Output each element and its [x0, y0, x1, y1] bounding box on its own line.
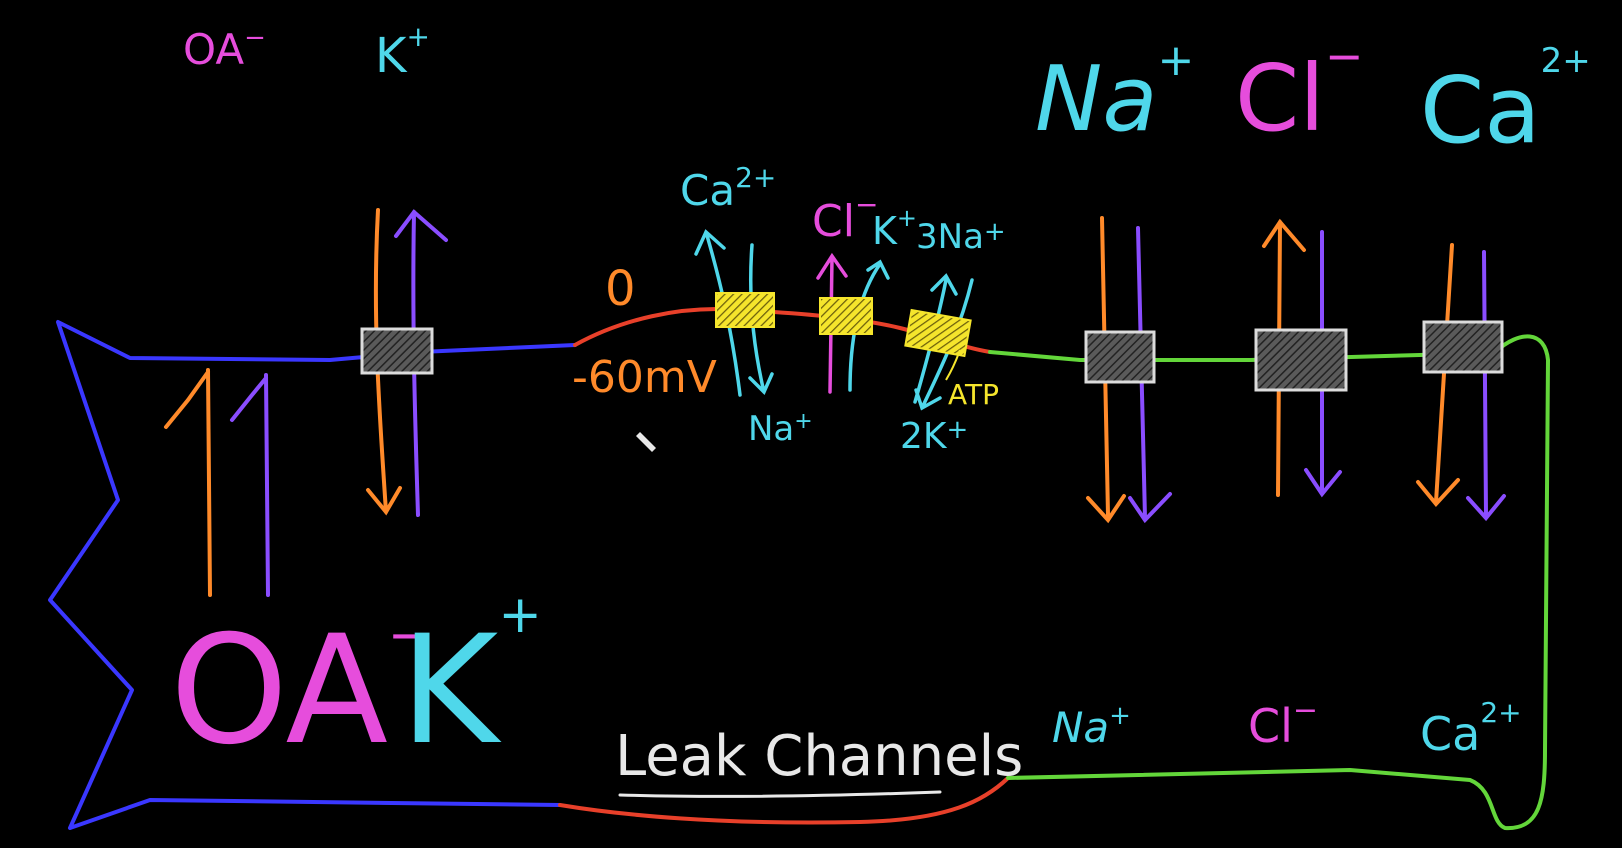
k-charge: + [897, 204, 917, 232]
ca-orange-down-arrow [1416, 243, 1460, 508]
svg-text:OA−: OA− [183, 23, 266, 74]
nak-protein [904, 308, 972, 358]
calcium-sodium-exchanger: Ca2+ Na+ [680, 161, 813, 449]
orange-up-arrow-inside [164, 368, 212, 597]
caption-group: Leak Channels [615, 724, 1023, 798]
sodium-potassium-pump: 3Na+ 2K+ ATP [900, 217, 1006, 457]
cl-label: Cl [812, 196, 855, 247]
svg-text:Cl−: Cl− [812, 188, 878, 247]
channel-protein [1084, 330, 1156, 384]
k-label: K [872, 209, 898, 253]
chloride-leak-channel [1254, 218, 1348, 498]
cell-membrane [48, 307, 1550, 831]
svg-text:K+: K+ [375, 20, 430, 84]
exchanger-na-label: Na [748, 409, 794, 449]
svg-text:K+: K+ [872, 204, 917, 253]
exchanger-protein [715, 292, 775, 328]
inside-oa-label: OA [170, 604, 388, 778]
top-cl-label: Cl [1235, 45, 1325, 152]
atp-pointer [945, 349, 961, 381]
svg-text:Ca2+: Ca2+ [1420, 696, 1522, 761]
top-k-charge: + [406, 20, 429, 53]
top-ca-charge: 2+ [1541, 41, 1591, 81]
bottom-ca-charge: 2+ [1480, 696, 1521, 729]
membrane-red-bottom-segment [558, 776, 1010, 825]
inside-k-label: K [400, 604, 502, 778]
top-oa-charge: − [244, 23, 266, 53]
bottom-cl-charge: − [1293, 693, 1318, 728]
caption-underline [618, 790, 942, 798]
top-right-ion-labels: Na+ Cl− Ca2+ [1035, 29, 1591, 164]
bottom-ca-label: Ca [1420, 707, 1480, 761]
svg-text:Cl−: Cl− [1235, 29, 1363, 152]
svg-text:3Na+: 3Na+ [916, 217, 1006, 257]
bottom-na-charge: + [1109, 701, 1131, 731]
ion-pumps: Ca2+ Na+ Cl− K+ 3Na+ [636, 161, 1006, 457]
svg-text:Ca2+: Ca2+ [1420, 41, 1591, 164]
exchanger-na-charge: + [794, 409, 812, 434]
inside-ion-labels: OA− K+ [170, 585, 542, 778]
caption-leak-channels: Leak Channels [615, 724, 1023, 789]
channel-protein [360, 327, 434, 375]
inside-k-charge: + [498, 585, 542, 645]
calcium-leak-channel [1416, 243, 1506, 522]
exchanger-ca-charge: 2+ [735, 161, 776, 194]
nak-2k-label: 2K [900, 416, 948, 457]
cl-charge: − [855, 188, 878, 221]
voltage-zero: 0 [605, 261, 636, 317]
top-oa-label: OA [183, 25, 244, 74]
svg-text:OA−: OA− [170, 604, 430, 778]
membrane-voltage-labels: 0 -60mV [572, 261, 717, 403]
top-na-label: Na [1035, 47, 1157, 152]
potassium-leak-channel [360, 208, 448, 517]
bottom-na-label: Na [1052, 703, 1109, 752]
cl-k-protein [819, 297, 873, 335]
bottom-cl-label: Cl [1248, 699, 1293, 753]
svg-text:2K+: 2K+ [900, 415, 968, 457]
channel-protein [1254, 328, 1348, 392]
purple-up-arrow-inside [230, 373, 270, 597]
svg-text:Na+: Na+ [748, 409, 813, 449]
svg-text:Ca2+: Ca2+ [680, 161, 776, 215]
svg-text:Cl−: Cl− [1248, 693, 1318, 753]
top-left-ion-labels: OA− K+ [183, 20, 430, 84]
inside-arrows [164, 368, 270, 597]
top-na-charge: + [1157, 35, 1194, 86]
sodium-leak-channel [1084, 216, 1172, 524]
membrane-green-top-segment [988, 334, 1550, 831]
svg-text:K+: K+ [400, 585, 542, 778]
channel-protein [1422, 320, 1504, 374]
inside-oa-charge: − [388, 606, 430, 664]
membrane-blue-segment [48, 320, 577, 830]
nak-2k-charge: + [947, 415, 969, 445]
top-cl-charge: − [1325, 29, 1364, 83]
top-k-label: K [375, 28, 408, 84]
ca-purple-down-arrow [1466, 250, 1506, 522]
atp-label: ATP [948, 378, 999, 411]
nak-3na-label: 3Na [916, 217, 984, 257]
nak-3na-charge: + [984, 217, 1006, 247]
pen-cursor-icon [636, 432, 656, 452]
voltage-resting: -60mV [572, 352, 717, 403]
exchanger-ca-label: Ca [680, 166, 735, 215]
svg-text:Na+: Na+ [1052, 701, 1131, 752]
svg-text:Na+: Na+ [1035, 35, 1194, 152]
chloride-potassium-transporter: Cl− K+ [812, 188, 917, 394]
bottom-right-ion-labels: Na+ Cl− Ca2+ [1052, 693, 1522, 761]
top-ca-label: Ca [1420, 57, 1541, 164]
